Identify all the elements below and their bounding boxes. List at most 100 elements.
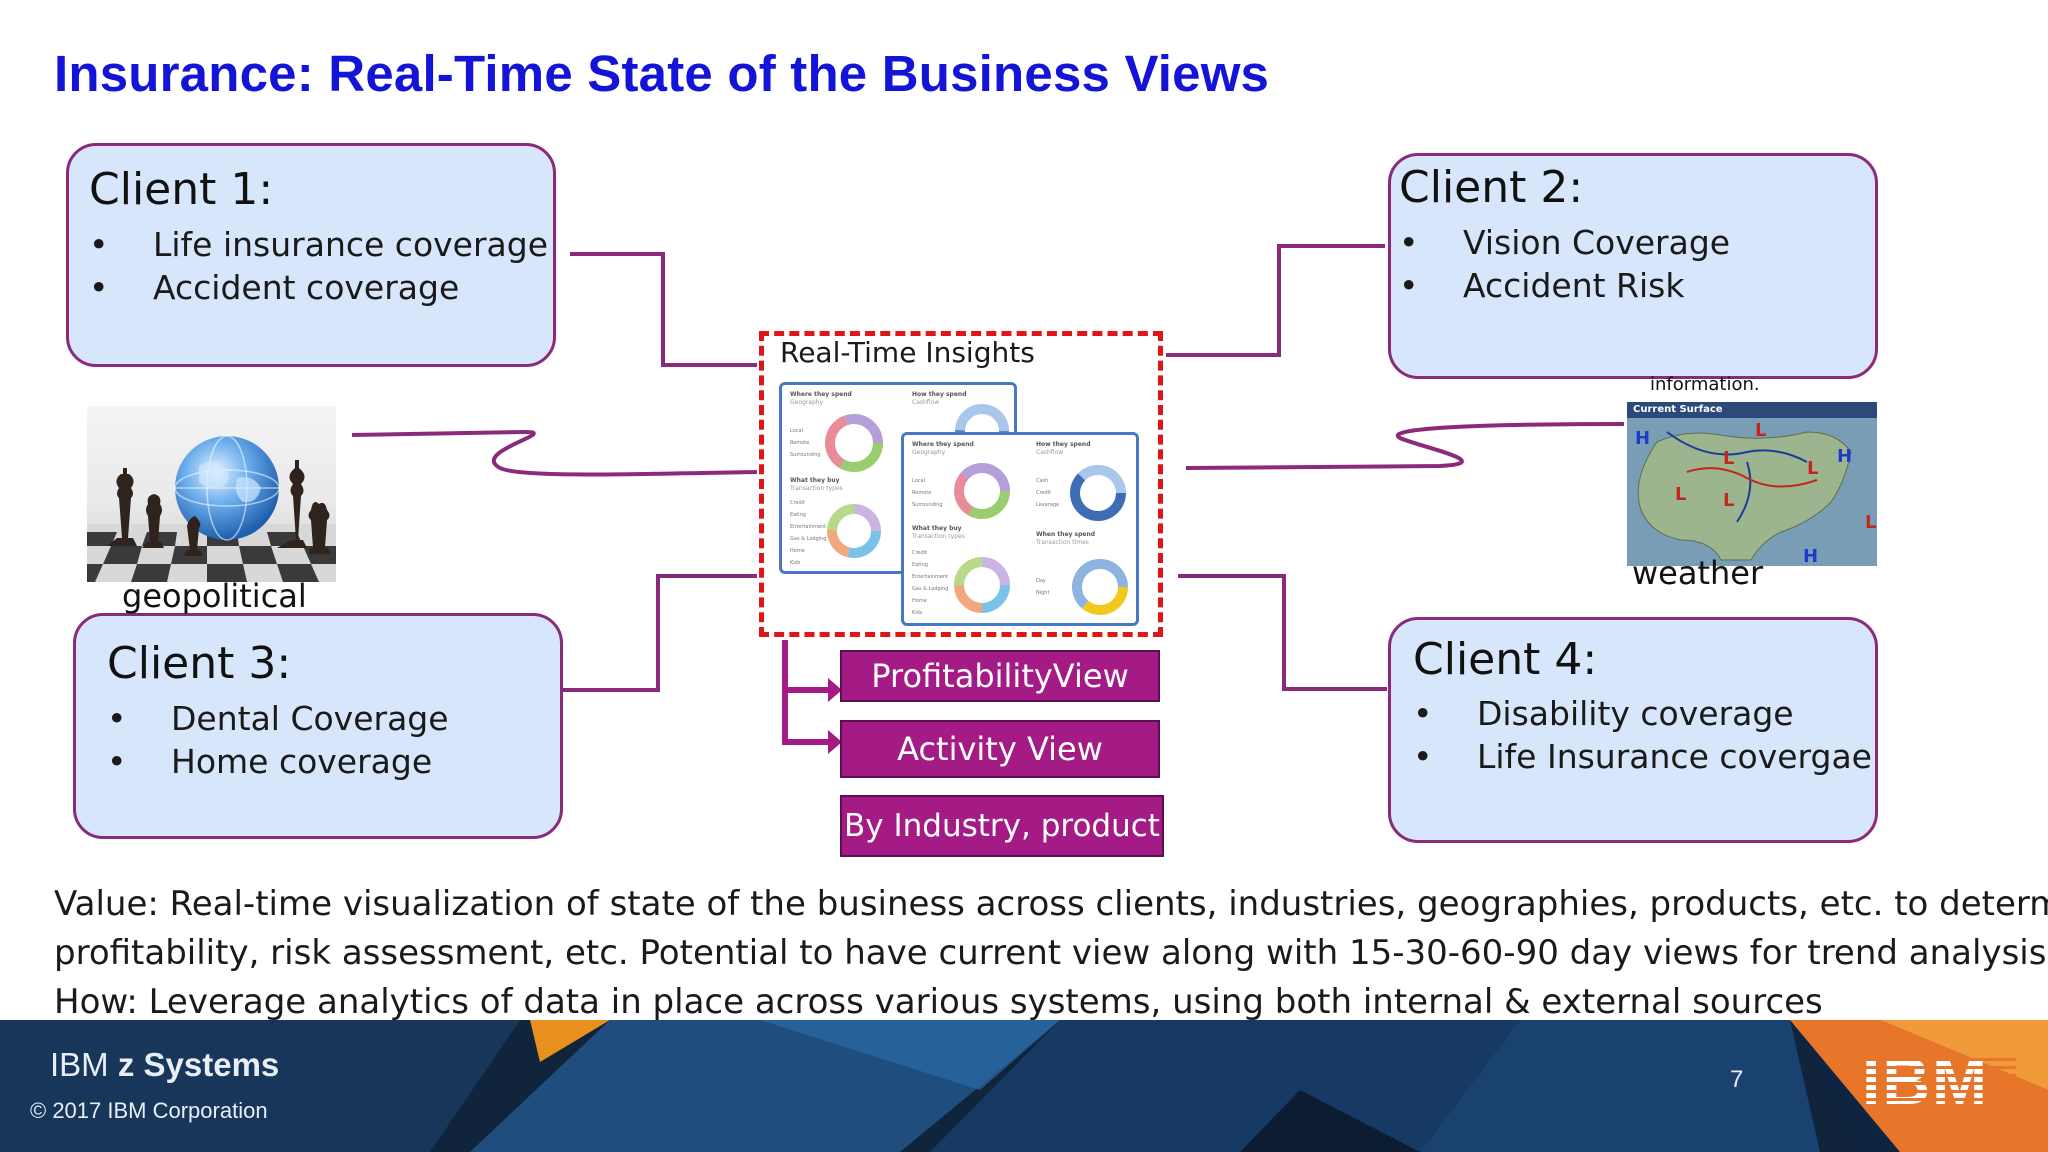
client-3-items: Dental Coverage Home coverage: [107, 697, 449, 783]
brand-name: IBM z Systems: [50, 1046, 279, 1084]
panel-subheading: Cashflow: [1036, 449, 1064, 456]
client-4-item: Disability coverage: [1413, 692, 1872, 735]
client-4-items: Disability coverage Life Insurance cover…: [1413, 692, 1872, 778]
legend-item: Kids: [912, 610, 923, 616]
value-line: profitability, risk assessment, etc. Pot…: [54, 933, 2047, 973]
svg-text:L: L: [1675, 484, 1686, 505]
slide-title: Insurance: Real-Time State of the Busine…: [54, 45, 1270, 102]
connector-client3: [563, 574, 757, 692]
legend-item: Cash: [1036, 478, 1049, 484]
client-3-item: Dental Coverage: [107, 697, 449, 740]
donut-charts: [825, 404, 1009, 558]
legend-item: Credit: [1036, 490, 1052, 496]
svg-text:H: H: [1837, 446, 1852, 467]
real-time-insights-label: Real-Time Insights: [780, 336, 1035, 369]
legend-item: Kids: [790, 560, 801, 566]
panel-heading: Where they spend: [912, 441, 974, 448]
by-industry-product-button[interactable]: By Industry, product: [840, 795, 1164, 857]
client-4-title: Client 4:: [1413, 634, 1598, 685]
legend-item: Entertainment: [790, 524, 827, 530]
client-1-box: Client 1: Life insurance coverage Accide…: [66, 143, 556, 367]
connector-client2: [1166, 244, 1385, 357]
geopolitical-image: [87, 406, 336, 582]
real-time-insights-frame: [759, 331, 1163, 637]
panel-heading: When they spend: [1036, 531, 1096, 538]
legend-item: Leverage: [1036, 502, 1060, 508]
panel-heading: What they buy: [912, 525, 962, 532]
weather-caption: information.: [1650, 374, 1760, 395]
legend-item: Eating: [790, 512, 806, 518]
legend-item: Remote: [912, 490, 932, 496]
client-1-item: Life insurance coverage: [89, 223, 548, 266]
svg-text:IBM: IBM: [1862, 1050, 1989, 1112]
activity-view-button[interactable]: Activity View: [840, 720, 1160, 778]
connector-client1: [570, 252, 757, 367]
panel-heading: Where they spend: [790, 391, 852, 398]
client-4-box: Client 4: Disability coverage Life Insur…: [1388, 617, 1878, 843]
panel-subheading: Transaction times: [1036, 539, 1089, 546]
panel-heading: How they spend: [1036, 441, 1091, 448]
legend-item: Eating: [912, 562, 928, 568]
brand-product: z Systems: [117, 1046, 280, 1083]
client-2-title: Client 2:: [1399, 162, 1584, 213]
value-line: Value: Real-time visualization of state …: [54, 884, 2048, 924]
svg-text:L: L: [1755, 420, 1766, 441]
ibm-logo-icon: IBM: [1862, 1044, 2016, 1118]
legend-item: Credit: [912, 550, 928, 556]
client-2-item: Accident Risk: [1399, 264, 1730, 307]
donut-charts: [954, 463, 1128, 615]
svg-text:L: L: [1807, 458, 1818, 479]
legend-item: Surrounding: [912, 502, 943, 508]
profitability-view-button[interactable]: ProfitabilityView: [840, 650, 1160, 702]
footer-band: [0, 1020, 2048, 1152]
copyright: © 2017 IBM Corporation: [30, 1098, 268, 1123]
legend-item: Local: [790, 428, 803, 434]
client-2-box: Client 2: Vision Coverage Accident Risk: [1388, 153, 1878, 379]
client-2-item: Vision Coverage: [1399, 221, 1730, 264]
legend-item: Night: [1036, 590, 1050, 596]
page-number: 7: [1730, 1066, 1744, 1093]
legend-item: Home: [790, 548, 805, 554]
client-1-title: Client 1:: [89, 164, 274, 215]
svg-text:L: L: [1723, 490, 1734, 511]
connector-geopolitical: [351, 429, 758, 477]
client-3-item: Home coverage: [107, 740, 449, 783]
ibm-logo: IBM: [1862, 1044, 2016, 1118]
connector-client4: [1178, 574, 1387, 691]
legend-item: Local: [912, 478, 925, 484]
value-description: Value: Real-time visualization of state …: [54, 880, 2048, 1027]
panel-heading: What they buy: [790, 477, 840, 484]
legend-item: Day: [1036, 578, 1046, 584]
legend-item: Gas & Lodging: [790, 536, 827, 542]
svg-text:H: H: [1635, 428, 1650, 449]
client-1-item: Accident coverage: [89, 266, 548, 309]
weather-map-image: H L L L L L H H L Current Surface: [1627, 402, 1877, 566]
panel-subheading: Geography: [912, 449, 946, 456]
legend-item: Credit: [790, 500, 806, 506]
client-3-box: Client 3: Dental Coverage Home coverage: [73, 613, 563, 839]
how-line: How: Leverage analytics of data in place…: [54, 982, 1823, 1022]
client-3-title: Client 3:: [107, 638, 292, 689]
panel-subheading: Transaction types: [790, 485, 843, 492]
panel-subheading: Geography: [790, 399, 824, 406]
weather-map-title: Current Surface: [1633, 404, 1723, 415]
legend-item: Remote: [790, 440, 810, 446]
panel-subheading: Transaction types: [912, 533, 965, 540]
svg-text:L: L: [1723, 448, 1734, 469]
brand-prefix: IBM: [50, 1046, 109, 1083]
svg-text:H: H: [1803, 546, 1818, 566]
panel-heading: How they spend: [912, 391, 967, 398]
client-1-items: Life insurance coverage Accident coverag…: [89, 223, 548, 309]
panel-subheading: Cashflow: [912, 399, 940, 406]
legend-item: Gas & Lodging: [912, 586, 949, 592]
legend-item: Surrounding: [790, 452, 821, 458]
client-2-items: Vision Coverage Accident Risk: [1399, 221, 1730, 307]
connector-weather: [1185, 422, 1625, 470]
legend-item: Entertainment: [912, 574, 949, 580]
legend-item: Home: [912, 598, 927, 604]
svg-text:L: L: [1865, 512, 1876, 533]
dashboard-panel-front: Where they spend Geography How they spen…: [901, 432, 1139, 626]
weather-label: weather: [1632, 554, 1764, 592]
